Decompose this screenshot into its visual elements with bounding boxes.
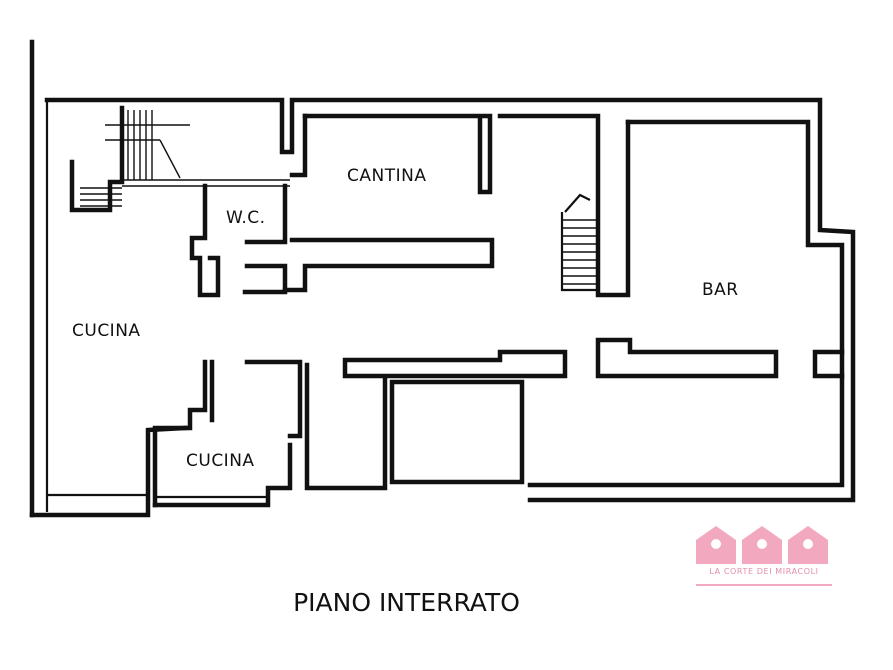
house-roofs-icon bbox=[696, 526, 828, 564]
cucina-small-left-wall bbox=[152, 359, 208, 508]
wc-right-wall bbox=[242, 183, 288, 295]
center-partition bbox=[342, 349, 568, 379]
room-label-cucina-main: CUCINA bbox=[72, 321, 141, 341]
outer-wall-bottom-mid bbox=[152, 442, 293, 508]
wc-wall bbox=[189, 183, 221, 298]
cantina-top bbox=[302, 113, 493, 195]
outer-wall-bottom-right bbox=[304, 362, 388, 491]
logo-underline bbox=[696, 584, 832, 586]
cantina-bottom-wall bbox=[282, 237, 495, 293]
stair-center bbox=[560, 193, 600, 292]
logo-text: LA CORTE DEI MIRACOLI bbox=[709, 567, 819, 576]
bar-right-wall bbox=[527, 119, 845, 488]
cantina-left-wall bbox=[289, 113, 308, 178]
bar-column-right bbox=[812, 349, 845, 379]
outer-wall-top bbox=[44, 97, 856, 503]
room-label-wc: W.C. bbox=[226, 208, 266, 228]
company-logo: LA CORTE DEI MIRACOLI bbox=[696, 524, 832, 590]
bar-counter bbox=[595, 337, 779, 379]
floor-title: PIANO INTERRATO bbox=[293, 588, 520, 617]
room-label-bar: BAR bbox=[702, 280, 739, 300]
stair-wall bbox=[69, 105, 125, 213]
room-label-cantina: CANTINA bbox=[347, 166, 427, 186]
stair-top-left bbox=[80, 110, 290, 207]
outer-wall-bottom bbox=[29, 425, 188, 518]
cantina-right-wall bbox=[497, 113, 631, 298]
center-room-box bbox=[389, 379, 525, 485]
room-label-cucina-small: CUCINA bbox=[186, 451, 255, 471]
cucina-small-right-wall bbox=[244, 359, 303, 439]
